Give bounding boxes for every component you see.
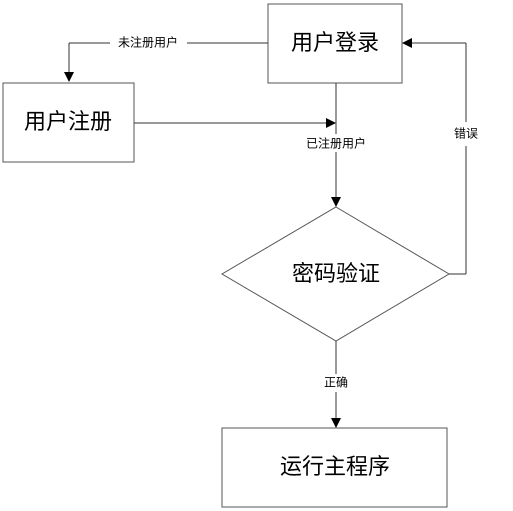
- edge-registered: 已注册用户: [306, 83, 366, 207]
- login-node: [267, 3, 403, 84]
- arrowhead-icon: [331, 197, 341, 207]
- verify-node-label: 密码验证: [292, 262, 380, 287]
- run-node: [221, 427, 448, 508]
- edge-error-label: 错误: [454, 127, 478, 141]
- edge-unregistered-label: 未注册用户: [118, 35, 178, 50]
- arrowhead-icon: [402, 38, 412, 48]
- arrowhead-icon: [64, 72, 74, 82]
- arrowhead-icon: [331, 418, 341, 428]
- edge-correct-label: 正确: [324, 376, 348, 390]
- arrowhead-icon: [326, 118, 336, 128]
- edge-correct: 正确: [324, 341, 348, 428]
- edge-register-join: [134, 118, 336, 128]
- login-node-label: 用户登录: [291, 31, 379, 56]
- register-node-label: 用户注册: [24, 110, 112, 135]
- edge-registered-label: 已注册用户: [306, 136, 366, 151]
- register-node: [2, 82, 135, 163]
- run-node-label: 运行主程序: [280, 455, 390, 480]
- edge-error: 错误: [402, 38, 478, 275]
- edge-unregistered: 未注册用户: [64, 35, 268, 82]
